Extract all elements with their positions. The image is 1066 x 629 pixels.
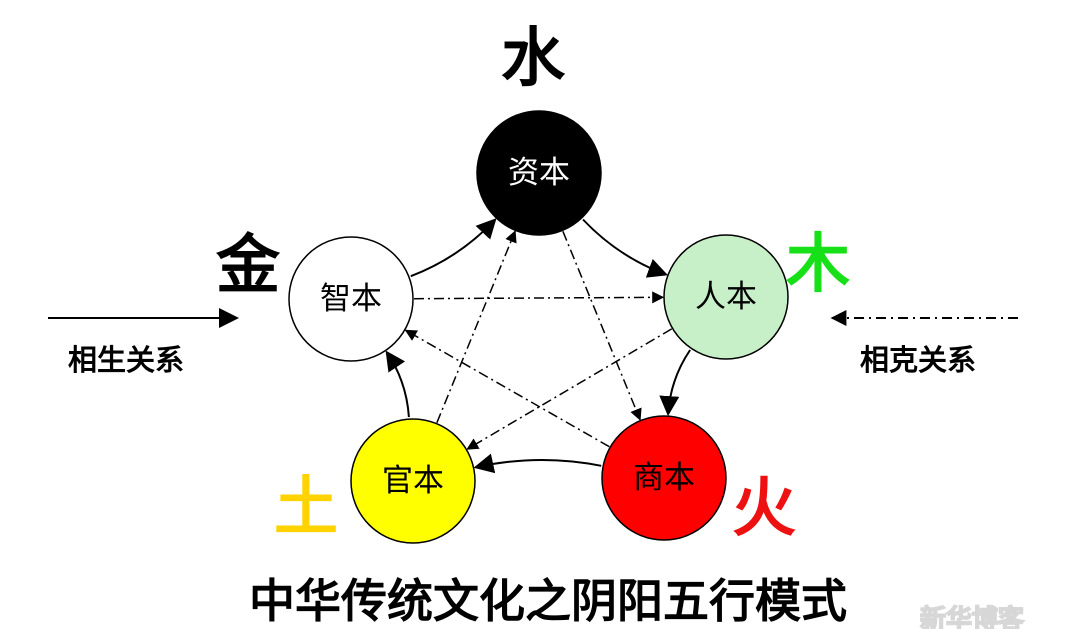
generating-arrow-fire-to-earth: [473, 453, 602, 474]
overcoming-arrow-metal-to-wood: [413, 291, 665, 304]
legend-overcoming: 相克关系: [830, 310, 1018, 377]
overcoming-arrow-fire-to-metal: [404, 329, 610, 448]
node-label-earth: 官本: [382, 463, 444, 499]
diagram-title: 中华传统文化之阴阳五行模式: [249, 574, 847, 628]
node-earth: 官本: [350, 418, 476, 544]
legend-generating: 相生关系: [48, 308, 239, 377]
watermark-text: 新华博客: [920, 604, 1025, 629]
node-label-wood: 人本: [695, 279, 757, 315]
node-circle-fire: [601, 415, 727, 541]
node-water: 资本: [476, 110, 602, 236]
legend-overcoming-label: 相克关系: [860, 343, 976, 377]
generating-arrow-earth-to-metal: [385, 350, 410, 418]
node-label-water: 资本: [508, 155, 570, 191]
element-label-earth: 土: [274, 471, 338, 545]
element-label-wood: 木: [786, 228, 850, 302]
node-circle-earth: [350, 418, 476, 544]
node-fire: 商本: [601, 415, 727, 541]
generating-arrow-water-to-wood: [582, 218, 668, 278]
legend-generating-label: 相生关系: [68, 343, 184, 377]
overcoming-arrow-water-to-fire: [562, 231, 642, 421]
node-circle-metal: [288, 236, 414, 362]
generating-arrow-metal-to-water: [410, 218, 497, 278]
node-label-metal: 智本: [320, 281, 382, 317]
node-circle-wood: [663, 234, 789, 360]
node-circle-water: [476, 110, 602, 236]
generating-relations: [385, 218, 691, 474]
generating-arrow-wood-to-fire: [659, 349, 691, 417]
node-wood: 人本: [663, 234, 789, 360]
element-label-metal: 金: [215, 229, 281, 303]
node-label-fire: 商本: [633, 460, 695, 496]
overcoming-arrow-earth-to-water: [436, 230, 517, 423]
node-metal: 智本: [288, 236, 414, 362]
element-label-fire: 火: [732, 472, 796, 546]
element-labels: 水木火 土 金: [215, 22, 850, 546]
element-label-water: 水: [501, 22, 566, 96]
overcoming-relations: [404, 230, 673, 450]
